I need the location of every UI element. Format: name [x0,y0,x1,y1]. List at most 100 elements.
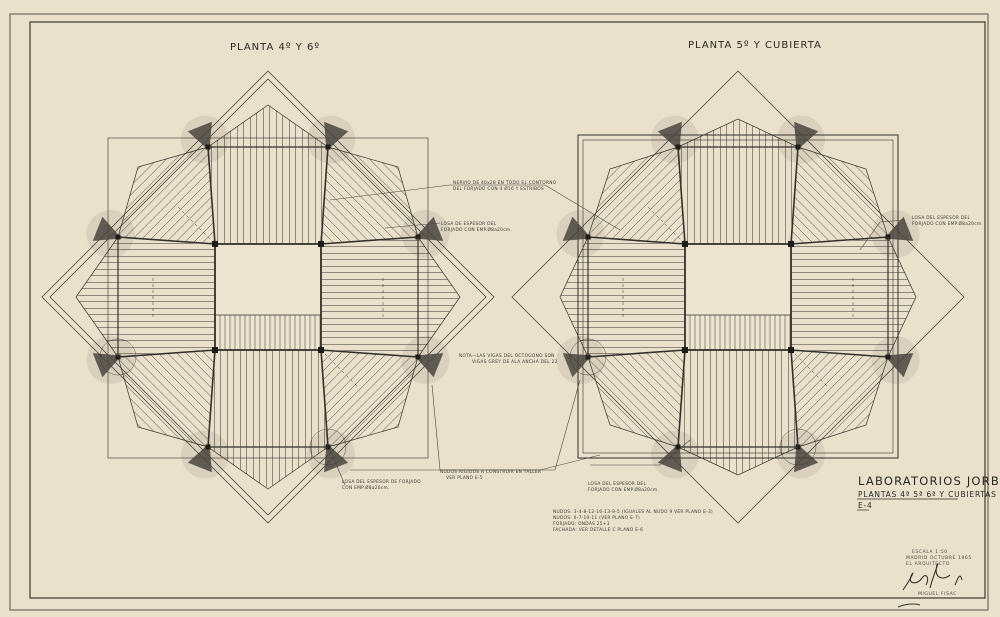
hatch-line [794,196,839,241]
hatch-line [323,352,360,389]
hatch-line [800,147,888,235]
hatch-line [792,351,813,372]
hatch-line [176,352,213,389]
svg-text:VIGAS GREY DE ALA ANCHA DEL 22: VIGAS GREY DE ALA ANCHA DEL 22 [472,359,558,365]
hatch-line [118,359,206,447]
outer-border [9,13,989,611]
hatch-line [124,356,209,441]
hatch-line [381,162,403,184]
svg-text:FORJADO: ONDAS 25+3: FORJADO: ONDAS 25+3 [553,521,610,527]
guide-diamond [41,70,495,524]
column-mark [675,144,681,150]
core-column [682,347,688,353]
hatch-line [322,351,343,372]
svg-text:FORJADO CON EMP.Ø8a20cm.: FORJADO CON EMP.Ø8a20cm. [588,486,659,493]
hatch-line [122,151,193,222]
hatch-line [603,162,680,239]
octagon-beam [117,236,216,245]
hatch-line [671,350,685,364]
hatch-line [593,152,663,222]
hatch-line [324,196,369,241]
hatch-line [184,213,214,243]
hatch-line [827,386,879,438]
hatch-line [150,354,211,415]
hatch-line [394,423,400,429]
svg-text:NOTA—LAS VIGAS DEL OCTOGONO SO: NOTA—LAS VIGAS DEL OCTOGONO SON [459,353,555,359]
hatch-line [594,356,679,441]
hatch-line [122,372,193,443]
column-node [187,121,212,151]
core-column [788,241,794,247]
hatch-line [796,162,873,239]
hatch-line [325,179,386,240]
hatch-line [322,213,352,243]
project-title: LABORATORIOS JORBA [858,474,1000,488]
hatch-line [321,230,335,244]
hatch-line [125,154,181,210]
hatch-line [646,352,683,389]
hatch-line [597,156,649,208]
hatch-line [794,188,847,241]
pencil-mark [897,603,921,608]
hatch-line [611,355,680,424]
octagon-beam [207,349,216,448]
hatch-line [629,188,682,241]
hatch-line [322,222,343,243]
hatch-line [193,351,214,372]
column-mark [585,234,591,240]
hatch-line [796,355,873,432]
hatch-line [322,351,352,381]
column-node [884,353,914,378]
hatch-line [368,397,407,436]
octagon-beam [790,349,889,358]
svg-text:NERVIO DE 40x28 EN TODO EL CON: NERVIO DE 40x28 EN TODO EL CONTORNO [453,180,557,186]
architect-signature [902,563,963,591]
hatch-line [793,205,830,242]
hatch-line [791,350,805,364]
guide-square [107,137,429,459]
hatch-line [800,359,888,447]
hatch-line [201,350,215,364]
hatch-line [841,160,875,194]
hatch-line [597,386,649,438]
detail-callout-circle [779,428,817,466]
column-mark [115,234,121,240]
hatch-line [637,196,682,241]
core-column [318,241,324,247]
hatch-line [136,423,142,429]
guide-diamond [511,70,965,524]
octagon-beam [587,236,686,245]
hatch-line [323,205,360,242]
hatch-line [637,353,682,398]
column-mark [795,144,801,150]
hatch-line [663,351,684,372]
hatch-line [125,384,181,440]
hatch-line [326,170,395,239]
hatch-line [330,359,418,447]
hatch-line [176,205,213,242]
hatch-line [813,372,883,442]
sheet-number: E-4 [858,501,873,510]
hatch-line [394,165,400,171]
column-mark [675,444,681,450]
hatch-line [854,413,870,429]
hatch-line [129,158,168,197]
octagon-beam [320,146,329,245]
svg-text:VER PLANO E-5: VER PLANO E-5 [446,475,483,481]
scale: ESCALA 1:50 [912,549,948,555]
guide-square [577,134,899,459]
octagon-beam [677,349,686,448]
annotation-losa-bottom-left: LOSA DEL ESPESOR DE FORJADO CON EMP.Ø8a2… [342,479,421,491]
svg-text:FACHADA: VER DETALLE C PLANO E: FACHADA: VER DETALLE C PLANO E-6 [553,527,643,533]
hatch-line [827,156,879,208]
hatch-line [654,351,684,381]
hatch-line [129,397,168,436]
octagon-beam [677,146,686,245]
svg-text:NUDOS RIGIDOS A CONSTRUIR EN T: NUDOS RIGIDOS A CONSTRUIR EN TALLER [440,469,541,475]
hatch-line [141,170,210,239]
annotation-losa-left: LOSA DE ESPESOR DEL FORJADO CON EMP.Ø8a2… [441,221,512,233]
core-column [682,241,688,247]
column-node [562,216,592,241]
annotation-losa-bottom-right: LOSA DEL ESPESOR DEL FORJADO CON EMP.Ø8a… [588,481,659,493]
